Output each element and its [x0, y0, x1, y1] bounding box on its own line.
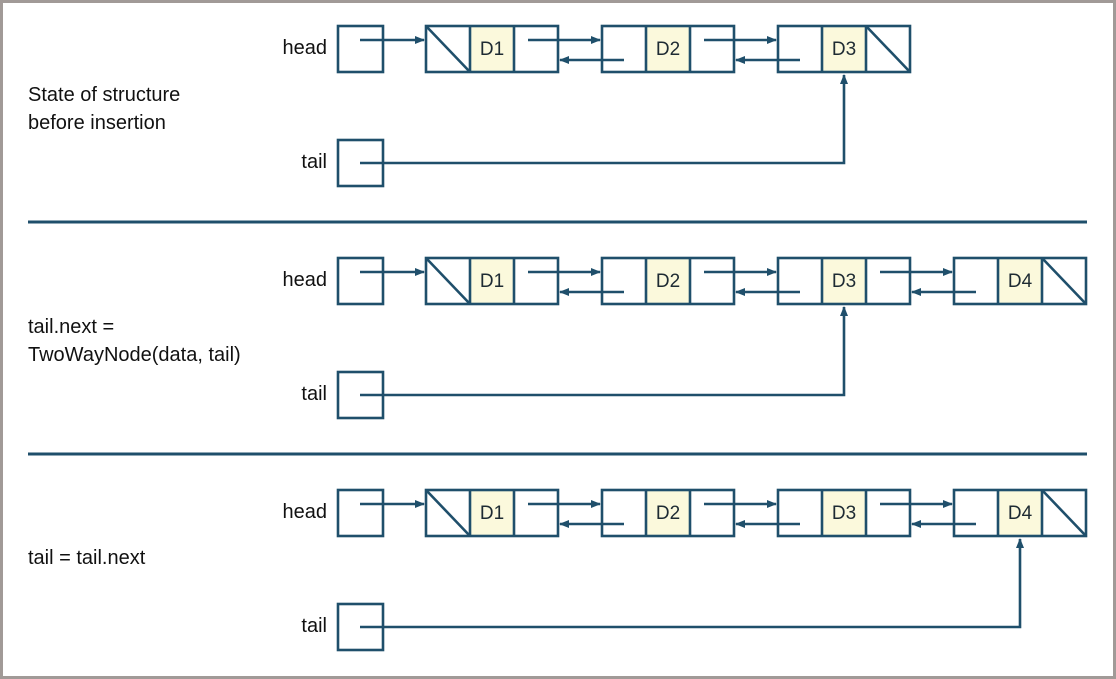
node-D3: D3 — [776, 24, 912, 74]
node-D2: D2 — [600, 488, 800, 538]
node-box — [424, 24, 560, 74]
panel-3-caption: tail = tail.next — [28, 547, 146, 569]
node-data-label: D1 — [480, 503, 504, 524]
panel-1-caption: State of structure before insertion — [28, 84, 181, 134]
null-prev-slash — [425, 257, 471, 305]
node-data-cell — [646, 490, 690, 536]
node-data-cell — [470, 490, 514, 536]
node-D1: D1 — [424, 24, 624, 74]
panel-2-tail-label: tail — [301, 383, 327, 405]
node-box — [424, 488, 560, 538]
panel-2-caption: tail.next = TwoWayNode(data, tail) — [28, 316, 241, 366]
node-box — [424, 256, 560, 306]
head-pointer-box — [336, 256, 385, 306]
node-data-cell — [470, 258, 514, 304]
node-data-label: D1 — [480, 271, 504, 292]
node-data-cell — [470, 26, 514, 72]
node-D2: D2 — [600, 24, 800, 74]
node-data-cell — [822, 490, 866, 536]
node-D1: D1 — [424, 488, 624, 538]
tail-pointer-arrow — [360, 538, 1024, 629]
panel-1-head-label: head — [282, 37, 328, 59]
null-next-slash — [1041, 257, 1087, 305]
node-data-label: D4 — [1008, 503, 1033, 524]
panel-3-tail-label: tail — [301, 615, 327, 637]
node-D3: D3 — [776, 488, 976, 538]
node-data-cell — [998, 258, 1042, 304]
node-data-label: D2 — [656, 39, 680, 60]
null-prev-slash — [425, 489, 471, 537]
null-prev-slash — [425, 25, 471, 73]
panel-2-head-label: head — [282, 269, 328, 291]
node-data-cell — [822, 26, 866, 72]
node-data-label: D3 — [832, 271, 856, 292]
null-next-slash — [865, 25, 911, 73]
node-box — [776, 24, 912, 74]
node-D4: D4 — [952, 488, 1088, 538]
node-D2: D2 — [600, 256, 800, 306]
panel-3: D1 D2 D3 D4 — [336, 488, 1088, 652]
null-next-slash — [1041, 489, 1087, 537]
panel-3-head-label: head — [282, 501, 328, 523]
head-pointer-box — [336, 24, 385, 74]
panel-1: D1 D2 D3 — [336, 24, 912, 188]
node-box — [600, 256, 736, 306]
node-box — [776, 256, 912, 306]
node-data-label: D2 — [656, 503, 680, 524]
node-data-cell — [646, 258, 690, 304]
node-box — [776, 488, 912, 538]
node-box — [952, 256, 1088, 306]
node-data-cell — [998, 490, 1042, 536]
head-pointer-box — [336, 488, 385, 538]
panel-1-tail-label: tail — [301, 151, 327, 173]
node-data-label: D4 — [1008, 271, 1033, 292]
node-D4: D4 — [952, 256, 1088, 306]
node-D3: D3 — [776, 256, 976, 306]
node-D1: D1 — [424, 256, 624, 306]
node-data-label: D1 — [480, 39, 504, 60]
node-data-cell — [646, 26, 690, 72]
node-data-label: D3 — [832, 39, 856, 60]
tail-pointer-arrow — [360, 74, 848, 165]
node-data-label: D2 — [656, 271, 680, 292]
node-data-label: D3 — [832, 503, 856, 524]
node-box — [600, 24, 736, 74]
node-box — [952, 488, 1088, 538]
node-data-cell — [822, 258, 866, 304]
panel-2: D1 D2 D3 D4 — [336, 256, 1088, 420]
tail-pointer-arrow — [360, 306, 848, 397]
node-box — [600, 488, 736, 538]
